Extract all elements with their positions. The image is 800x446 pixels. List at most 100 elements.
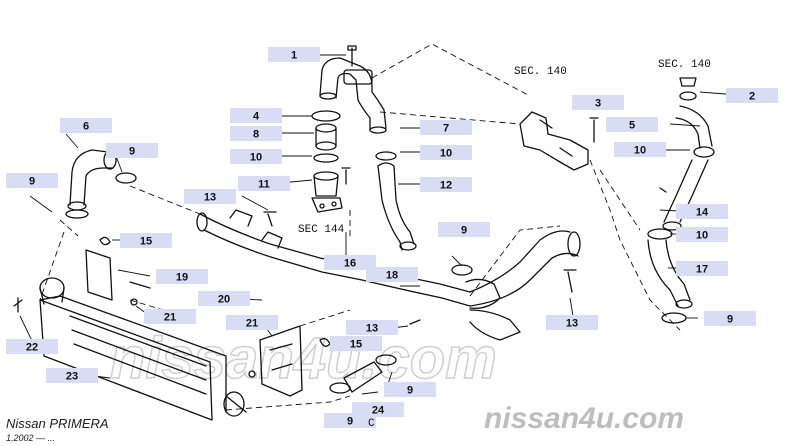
- callout-c17[interactable]: 17: [676, 261, 728, 276]
- callout-box[interactable]: [420, 145, 472, 160]
- callout-number[interactable]: 10: [634, 145, 646, 157]
- callout-c10c[interactable]: 10: [614, 142, 666, 157]
- callout-number[interactable]: 15: [350, 339, 362, 351]
- callout-box[interactable]: [198, 291, 250, 306]
- callout-c20[interactable]: 20: [198, 291, 250, 306]
- callout-c1[interactable]: 1: [268, 47, 320, 62]
- callout-c11[interactable]: 11: [238, 176, 290, 191]
- callout-number[interactable]: 7: [443, 123, 449, 135]
- callout-c10a[interactable]: 10: [230, 149, 282, 164]
- callout-number[interactable]: 11: [258, 179, 270, 191]
- callout-box[interactable]: [726, 88, 778, 103]
- callout-box[interactable]: [46, 368, 98, 383]
- callout-box[interactable]: [330, 336, 382, 351]
- callout-c10b[interactable]: 10: [420, 145, 472, 160]
- callout-c9a[interactable]: 9: [106, 143, 158, 158]
- callout-box[interactable]: [366, 267, 418, 282]
- callout-box[interactable]: [230, 126, 282, 141]
- callout-box[interactable]: [184, 189, 236, 204]
- callout-number[interactable]: 5: [629, 120, 635, 132]
- callout-box[interactable]: [6, 173, 58, 188]
- callout-number[interactable]: 14: [696, 207, 709, 219]
- callout-number[interactable]: 21: [164, 312, 176, 324]
- callout-c22[interactable]: 22: [6, 339, 58, 354]
- callout-number[interactable]: 4: [253, 111, 260, 123]
- section-ref-140-left[interactable]: SEC. 140: [514, 66, 567, 78]
- callout-c7[interactable]: 7: [420, 120, 472, 135]
- callout-number[interactable]: 10: [440, 148, 452, 160]
- callout-number[interactable]: 18: [386, 270, 398, 282]
- callout-number[interactable]: 22: [26, 342, 38, 354]
- callout-box[interactable]: [572, 95, 624, 110]
- callout-c9c[interactable]: 9: [438, 222, 490, 237]
- callout-c16[interactable]: 16: [324, 255, 376, 270]
- callout-c19[interactable]: 19: [156, 269, 208, 284]
- callout-box[interactable]: [144, 309, 196, 324]
- callout-number[interactable]: 9: [129, 146, 135, 158]
- section-ref-144[interactable]: SEC 144: [298, 224, 345, 236]
- callout-number[interactable]: 10: [696, 230, 708, 242]
- callout-box[interactable]: [60, 118, 112, 133]
- callout-box[interactable]: [420, 120, 472, 135]
- callout-c13b[interactable]: 13: [346, 320, 398, 335]
- callout-c9b[interactable]: 9: [6, 173, 58, 188]
- section-ref-140-right[interactable]: SEC. 140: [658, 59, 711, 71]
- callout-box[interactable]: [704, 311, 756, 326]
- callout-number[interactable]: 21: [246, 318, 258, 330]
- callout-c15b[interactable]: 15: [330, 336, 382, 351]
- callout-box[interactable]: [606, 117, 658, 132]
- callout-box[interactable]: [352, 402, 404, 417]
- callout-box[interactable]: [230, 108, 282, 123]
- callout-box[interactable]: [268, 47, 320, 62]
- callout-c18[interactable]: 18: [366, 267, 418, 282]
- callout-box[interactable]: [238, 176, 290, 191]
- callout-number[interactable]: 9: [407, 385, 413, 397]
- callout-number[interactable]: 24: [372, 405, 385, 417]
- callout-box[interactable]: [546, 315, 598, 330]
- callout-c3[interactable]: 3: [572, 95, 624, 110]
- callout-box[interactable]: [420, 177, 472, 192]
- callout-number[interactable]: 13: [204, 192, 216, 204]
- callout-box[interactable]: [226, 315, 278, 330]
- callout-number[interactable]: 19: [176, 272, 188, 284]
- callout-box[interactable]: [676, 204, 728, 219]
- callout-number[interactable]: 17: [696, 264, 708, 276]
- callout-number[interactable]: 9: [727, 314, 733, 326]
- callout-box[interactable]: [676, 261, 728, 276]
- callout-c14[interactable]: 14: [676, 204, 728, 219]
- callout-number[interactable]: 12: [440, 180, 452, 192]
- callout-c23[interactable]: 23: [46, 368, 98, 383]
- callout-c10d[interactable]: 10: [676, 227, 728, 242]
- callout-box[interactable]: [346, 320, 398, 335]
- callout-box[interactable]: [120, 233, 172, 248]
- callout-c6[interactable]: 6: [60, 118, 112, 133]
- callout-box[interactable]: [230, 149, 282, 164]
- callout-c15a[interactable]: 15: [120, 233, 172, 248]
- callout-number[interactable]: 13: [366, 323, 378, 335]
- callout-c4[interactable]: 4: [230, 108, 282, 123]
- callout-box[interactable]: [384, 382, 436, 397]
- callout-number[interactable]: 6: [83, 121, 89, 133]
- callout-number[interactable]: 15: [140, 236, 152, 248]
- callout-c21b[interactable]: 21: [226, 315, 278, 330]
- callout-box[interactable]: [156, 269, 208, 284]
- callout-number[interactable]: 13: [566, 318, 578, 330]
- callout-c12[interactable]: 12: [420, 177, 472, 192]
- callout-number[interactable]: 9: [347, 416, 353, 428]
- callout-box[interactable]: [324, 255, 376, 270]
- callout-box[interactable]: [6, 339, 58, 354]
- callout-c13c[interactable]: 13: [546, 315, 598, 330]
- callout-c5[interactable]: 5: [606, 117, 658, 132]
- callout-box[interactable]: [106, 143, 158, 158]
- callout-number[interactable]: 1: [291, 50, 297, 62]
- callout-box[interactable]: [438, 222, 490, 237]
- callout-c21a[interactable]: 21: [144, 309, 196, 324]
- callout-c13a[interactable]: 13: [184, 189, 236, 204]
- callout-number[interactable]: 8: [253, 129, 259, 141]
- callout-number[interactable]: 20: [218, 294, 230, 306]
- callout-c9d[interactable]: 9: [384, 382, 436, 397]
- callout-box[interactable]: [676, 227, 728, 242]
- callout-box[interactable]: [614, 142, 666, 157]
- callout-number[interactable]: 23: [66, 371, 78, 383]
- callout-number[interactable]: 10: [250, 152, 262, 164]
